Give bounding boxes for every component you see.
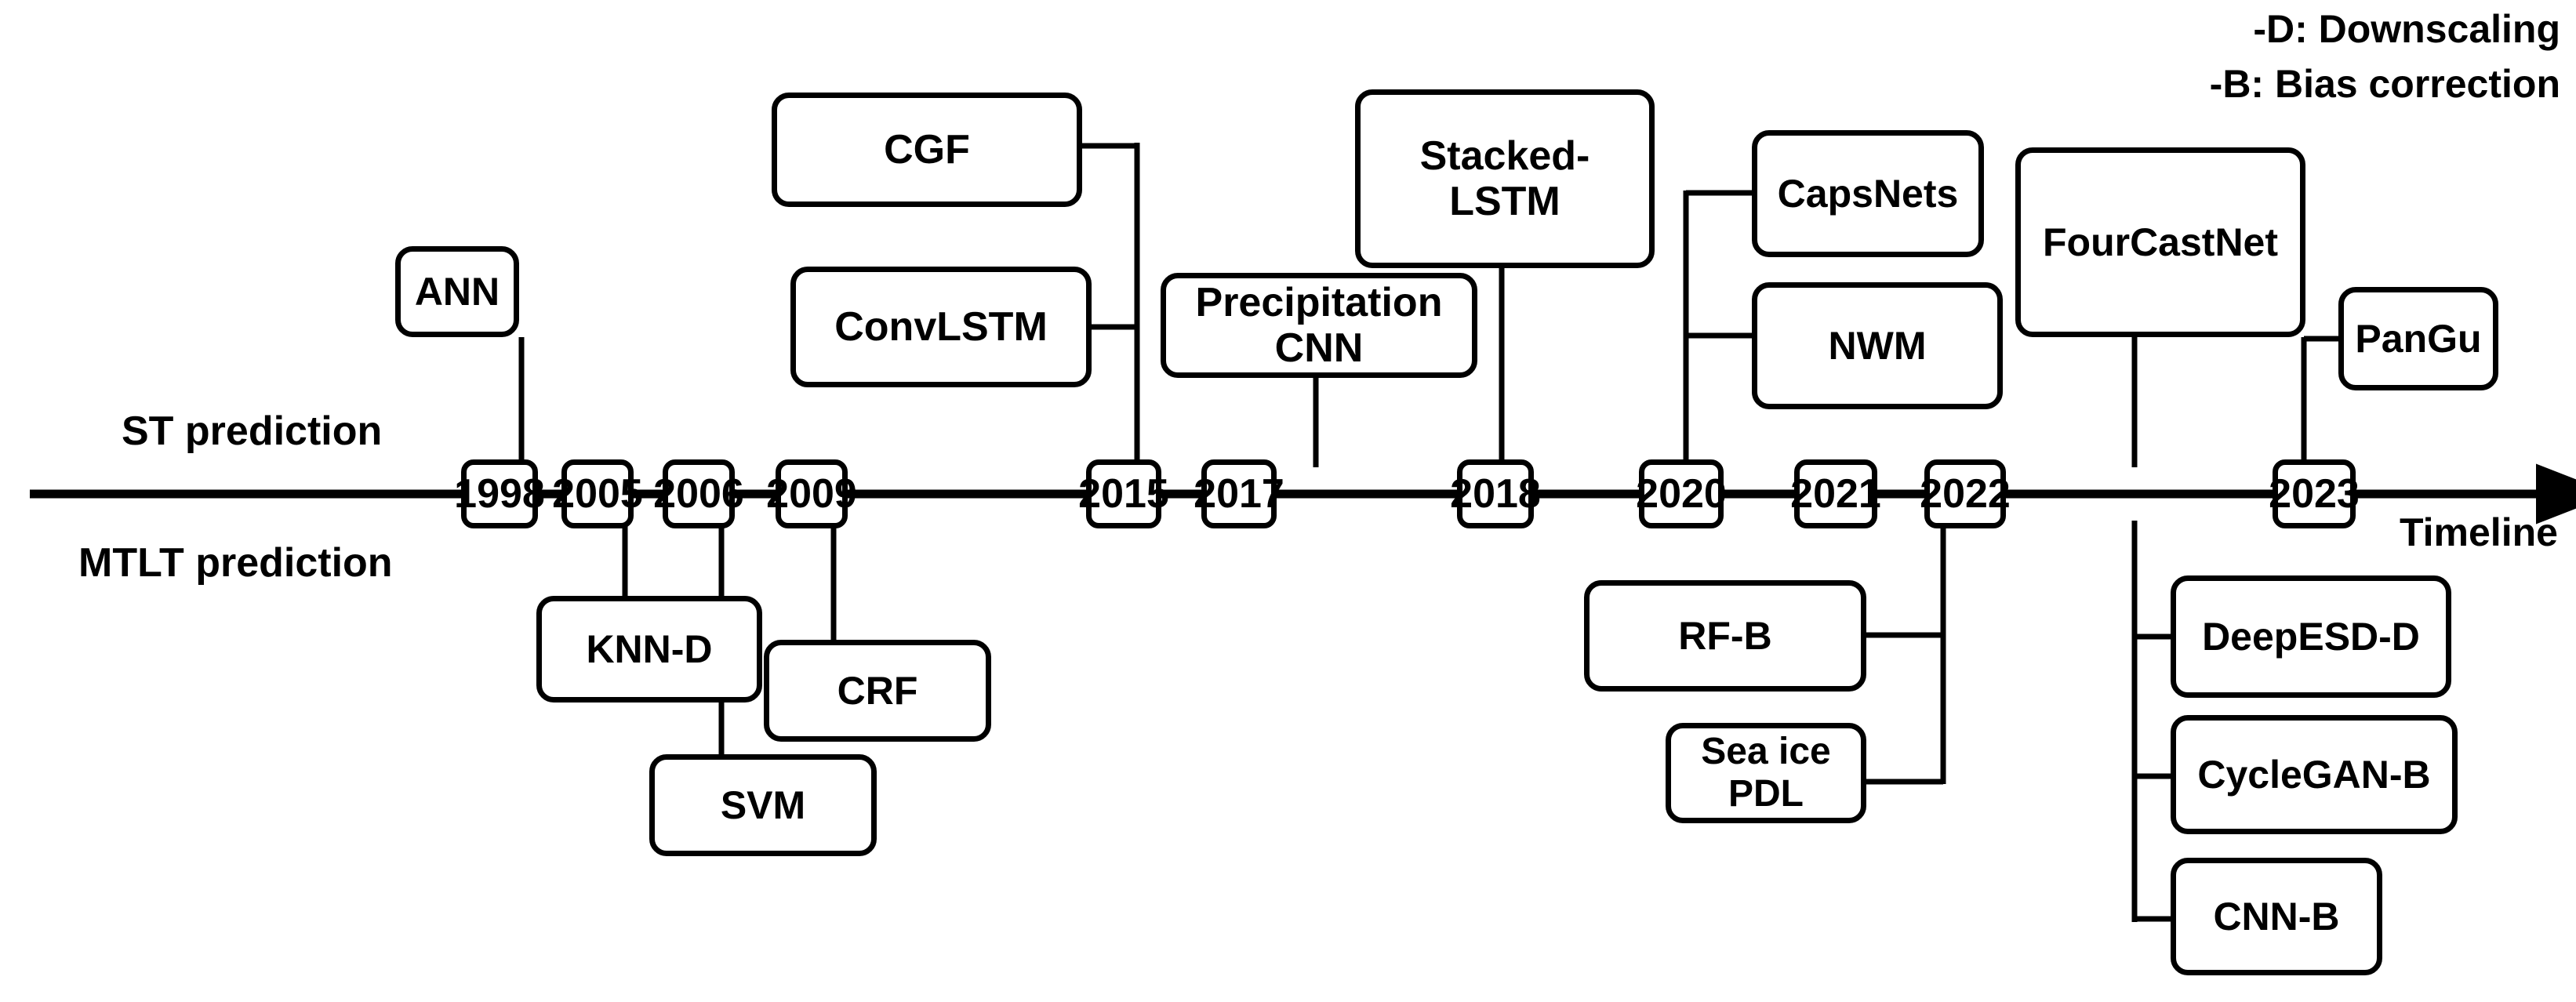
year-box-2022[interactable]: 2022 bbox=[1920, 459, 2011, 528]
year-box-2020[interactable]: 2020 bbox=[1636, 459, 1727, 528]
node-knn-d[interactable]: KNN-D bbox=[536, 596, 762, 702]
year-box-1998[interactable]: 1998 bbox=[454, 459, 545, 528]
node-rf-b[interactable]: RF-B bbox=[1584, 580, 1866, 692]
node-fourcastnet[interactable]: FourCastNet bbox=[2015, 147, 2305, 337]
year-box-2005[interactable]: 2005 bbox=[552, 459, 643, 528]
year-box-2021[interactable]: 2021 bbox=[1790, 459, 1881, 528]
year-box-2009[interactable]: 2009 bbox=[766, 459, 857, 528]
node-svm[interactable]: SVM bbox=[649, 754, 877, 856]
node-cyclegan-b[interactable]: CycleGAN-B bbox=[2171, 715, 2458, 834]
node-sea-ice-pdl[interactable]: Sea ice PDL bbox=[1666, 723, 1866, 823]
year-box-2018[interactable]: 2018 bbox=[1450, 459, 1541, 528]
timeline-axis-label: Timeline bbox=[2400, 510, 2558, 554]
node-nwm[interactable]: NWM bbox=[1752, 282, 2003, 409]
row-label-st-prediction: ST prediction bbox=[122, 408, 383, 454]
node-precipitation-cnn[interactable]: Precipitation CNN bbox=[1161, 273, 1477, 378]
node-deepesd-d[interactable]: DeepESD-D bbox=[2171, 575, 2451, 698]
year-box-2017[interactable]: 2017 bbox=[1194, 459, 1284, 528]
legend-downscaling: -D: Downscaling bbox=[2253, 7, 2560, 51]
node-crf[interactable]: CRF bbox=[764, 640, 991, 742]
node-cnn-b[interactable]: CNN-B bbox=[2171, 858, 2382, 975]
node-ann[interactable]: ANN bbox=[395, 246, 519, 337]
node-pangu[interactable]: PanGu bbox=[2338, 287, 2498, 390]
row-label-mtlt-prediction: MTLT prediction bbox=[78, 540, 393, 586]
year-box-2015[interactable]: 2015 bbox=[1078, 459, 1169, 528]
node-convlstm[interactable]: ConvLSTM bbox=[790, 267, 1092, 387]
node-stacked-lstm[interactable]: Stacked- LSTM bbox=[1355, 89, 1655, 268]
year-box-2006[interactable]: 2006 bbox=[653, 459, 744, 528]
legend-bias-correction: -B: Bias correction bbox=[2209, 62, 2560, 106]
node-capsnets[interactable]: CapsNets bbox=[1752, 130, 1984, 257]
year-box-2023[interactable]: 2023 bbox=[2269, 459, 2360, 528]
node-cgf[interactable]: CGF bbox=[772, 93, 1082, 207]
